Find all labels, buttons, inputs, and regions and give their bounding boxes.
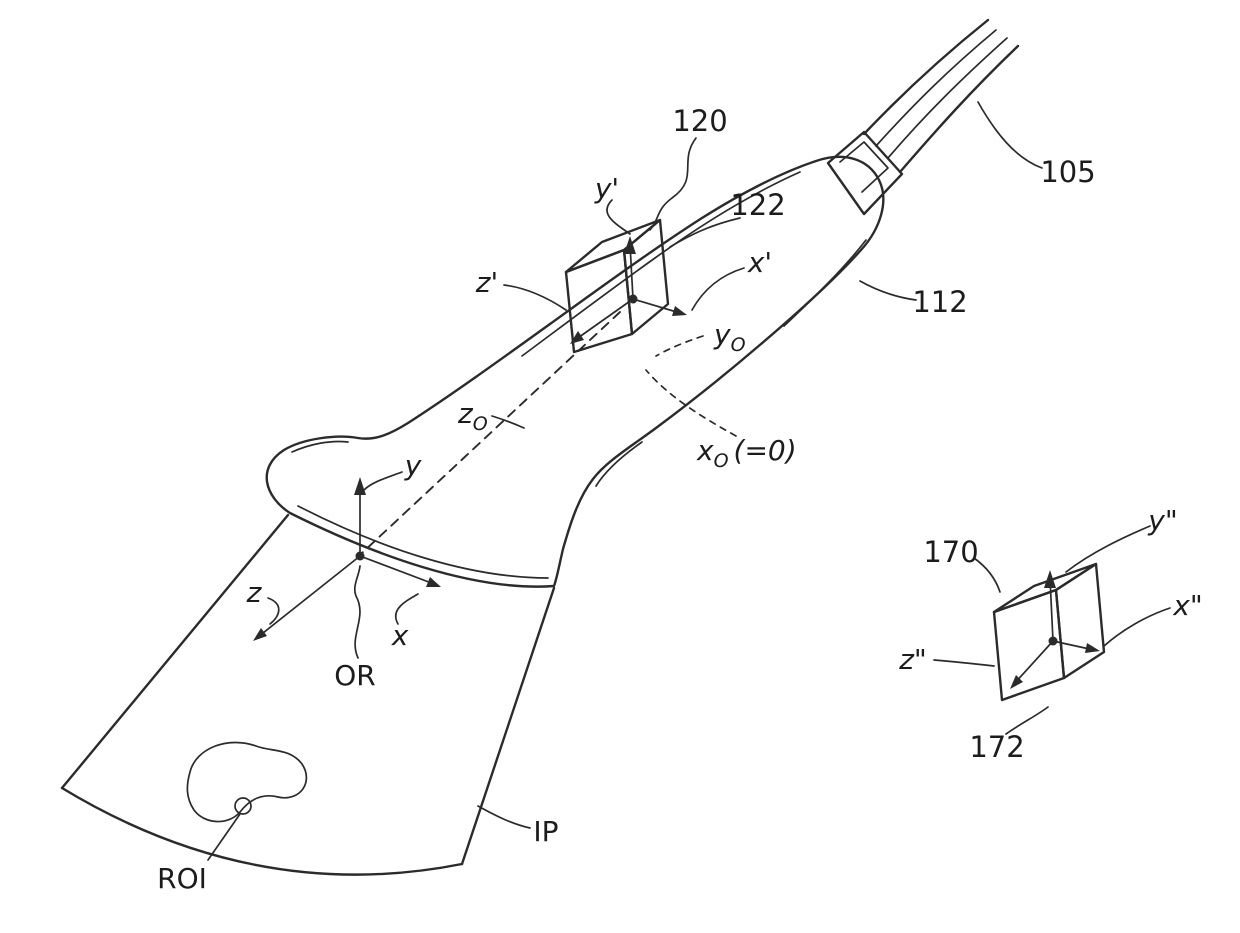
zo-dashed-axis (361, 311, 621, 554)
label-172: 172 (969, 730, 1024, 764)
cube-right-face (622, 218, 670, 336)
cable-shading-line (887, 37, 1008, 159)
x-dprime-arrowhead (1085, 643, 1100, 653)
cable-edge (862, 18, 990, 136)
roi-blob (186, 741, 308, 823)
label-z-dprime: z" (898, 643, 927, 676)
probe-sensor-cube (564, 218, 687, 354)
label-170: 170 (923, 535, 978, 569)
label-ip: IP (533, 815, 558, 848)
label-x-o-sub: O (714, 450, 729, 472)
x-axis (359, 555, 435, 585)
label-x: x (391, 619, 409, 652)
leader-y (363, 471, 403, 491)
label-120: 120 (672, 104, 727, 138)
y-dprime-arrowhead (1044, 570, 1056, 588)
leader-y-o (655, 335, 704, 357)
leader-x (394, 593, 419, 625)
leader-y-dprime (1065, 525, 1151, 573)
label-y: y (404, 449, 422, 482)
labels: 120 122 105 112 170 172 y' z' x' yO zO x… (157, 104, 1203, 895)
leader-105 (977, 101, 1043, 169)
origin-axes (253, 477, 441, 641)
z-axis (257, 555, 361, 638)
label-z-o-main: z (457, 397, 474, 430)
leader-ip (477, 805, 531, 829)
leader-z-o (491, 415, 525, 429)
z-prime-axis (574, 298, 634, 341)
fan-bottom-arc (60, 786, 464, 876)
cube-right-face (1054, 562, 1106, 680)
leader-120 (649, 137, 697, 231)
leader-x-o (645, 369, 737, 437)
label-y-dprime: y" (1147, 504, 1177, 537)
z-prime-arrowhead (570, 331, 584, 344)
label-y-o-sub: O (731, 334, 746, 356)
label-x-o-main: x (696, 434, 714, 467)
label-z-o: zO (457, 397, 488, 435)
cable-collar-inner (839, 141, 889, 193)
probe-lens-inner-line (297, 505, 549, 579)
label-122: 122 (730, 188, 785, 222)
y-prime-arrowhead (624, 236, 636, 254)
z-dprime-arrowhead (1010, 675, 1023, 689)
reference-cube (992, 562, 1106, 702)
probe-inner-contour (783, 239, 867, 327)
leader-z-prime (503, 284, 567, 311)
leader-roi (207, 813, 241, 861)
cable (862, 18, 1020, 174)
fan-right-edge (460, 586, 556, 866)
fan-left-edge (60, 513, 290, 790)
label-y-o-main: y (713, 318, 731, 351)
leader-170 (973, 557, 1001, 593)
label-roi: ROI (157, 862, 207, 895)
label-x-o-suffix: (=0) (734, 434, 797, 467)
label-x-o: xO(=0) (696, 434, 797, 472)
cable-collar (826, 130, 904, 216)
probe-flare-contour (291, 440, 349, 453)
label-z-o-sub: O (473, 413, 488, 435)
label-y-prime: y' (594, 172, 619, 205)
leader-y-prime (606, 199, 631, 235)
label-z: z (246, 576, 263, 609)
roi-region (186, 741, 308, 823)
cable-shading-line (875, 29, 997, 147)
label-y-o: yO (713, 318, 746, 356)
leader-122 (669, 217, 741, 248)
label-z-prime: z' (475, 266, 498, 299)
probe-body (265, 130, 904, 588)
leader-x-prime (691, 267, 745, 311)
cable-edge (898, 44, 1020, 174)
leader-172 (1005, 706, 1049, 735)
label-or: OR (334, 659, 376, 692)
leader-z-dprime (933, 659, 995, 667)
probe-flare-contour (595, 441, 643, 487)
y-dprime-axis (1049, 577, 1054, 642)
label-x-dprime: x" (1172, 589, 1202, 622)
imaging-plane (60, 513, 556, 876)
roi-marker-circle (234, 797, 252, 815)
x-prime-axis (632, 298, 681, 314)
probe-inner-contour (521, 171, 801, 357)
x-arrowhead (426, 577, 441, 587)
z-arrowhead (253, 628, 267, 641)
z-dprime-axis (1013, 640, 1054, 685)
probe-outline (265, 155, 885, 588)
leader-112 (859, 280, 917, 301)
label-x-prime: x' (747, 246, 772, 279)
label-112: 112 (912, 285, 967, 319)
leader-x-dprime (1103, 607, 1171, 647)
leader-or (353, 565, 361, 659)
leader-lines (207, 101, 1171, 861)
leader-z (267, 597, 280, 625)
y-arrowhead (354, 477, 366, 495)
label-105: 105 (1040, 155, 1095, 189)
x-prime-arrowhead (672, 306, 687, 316)
